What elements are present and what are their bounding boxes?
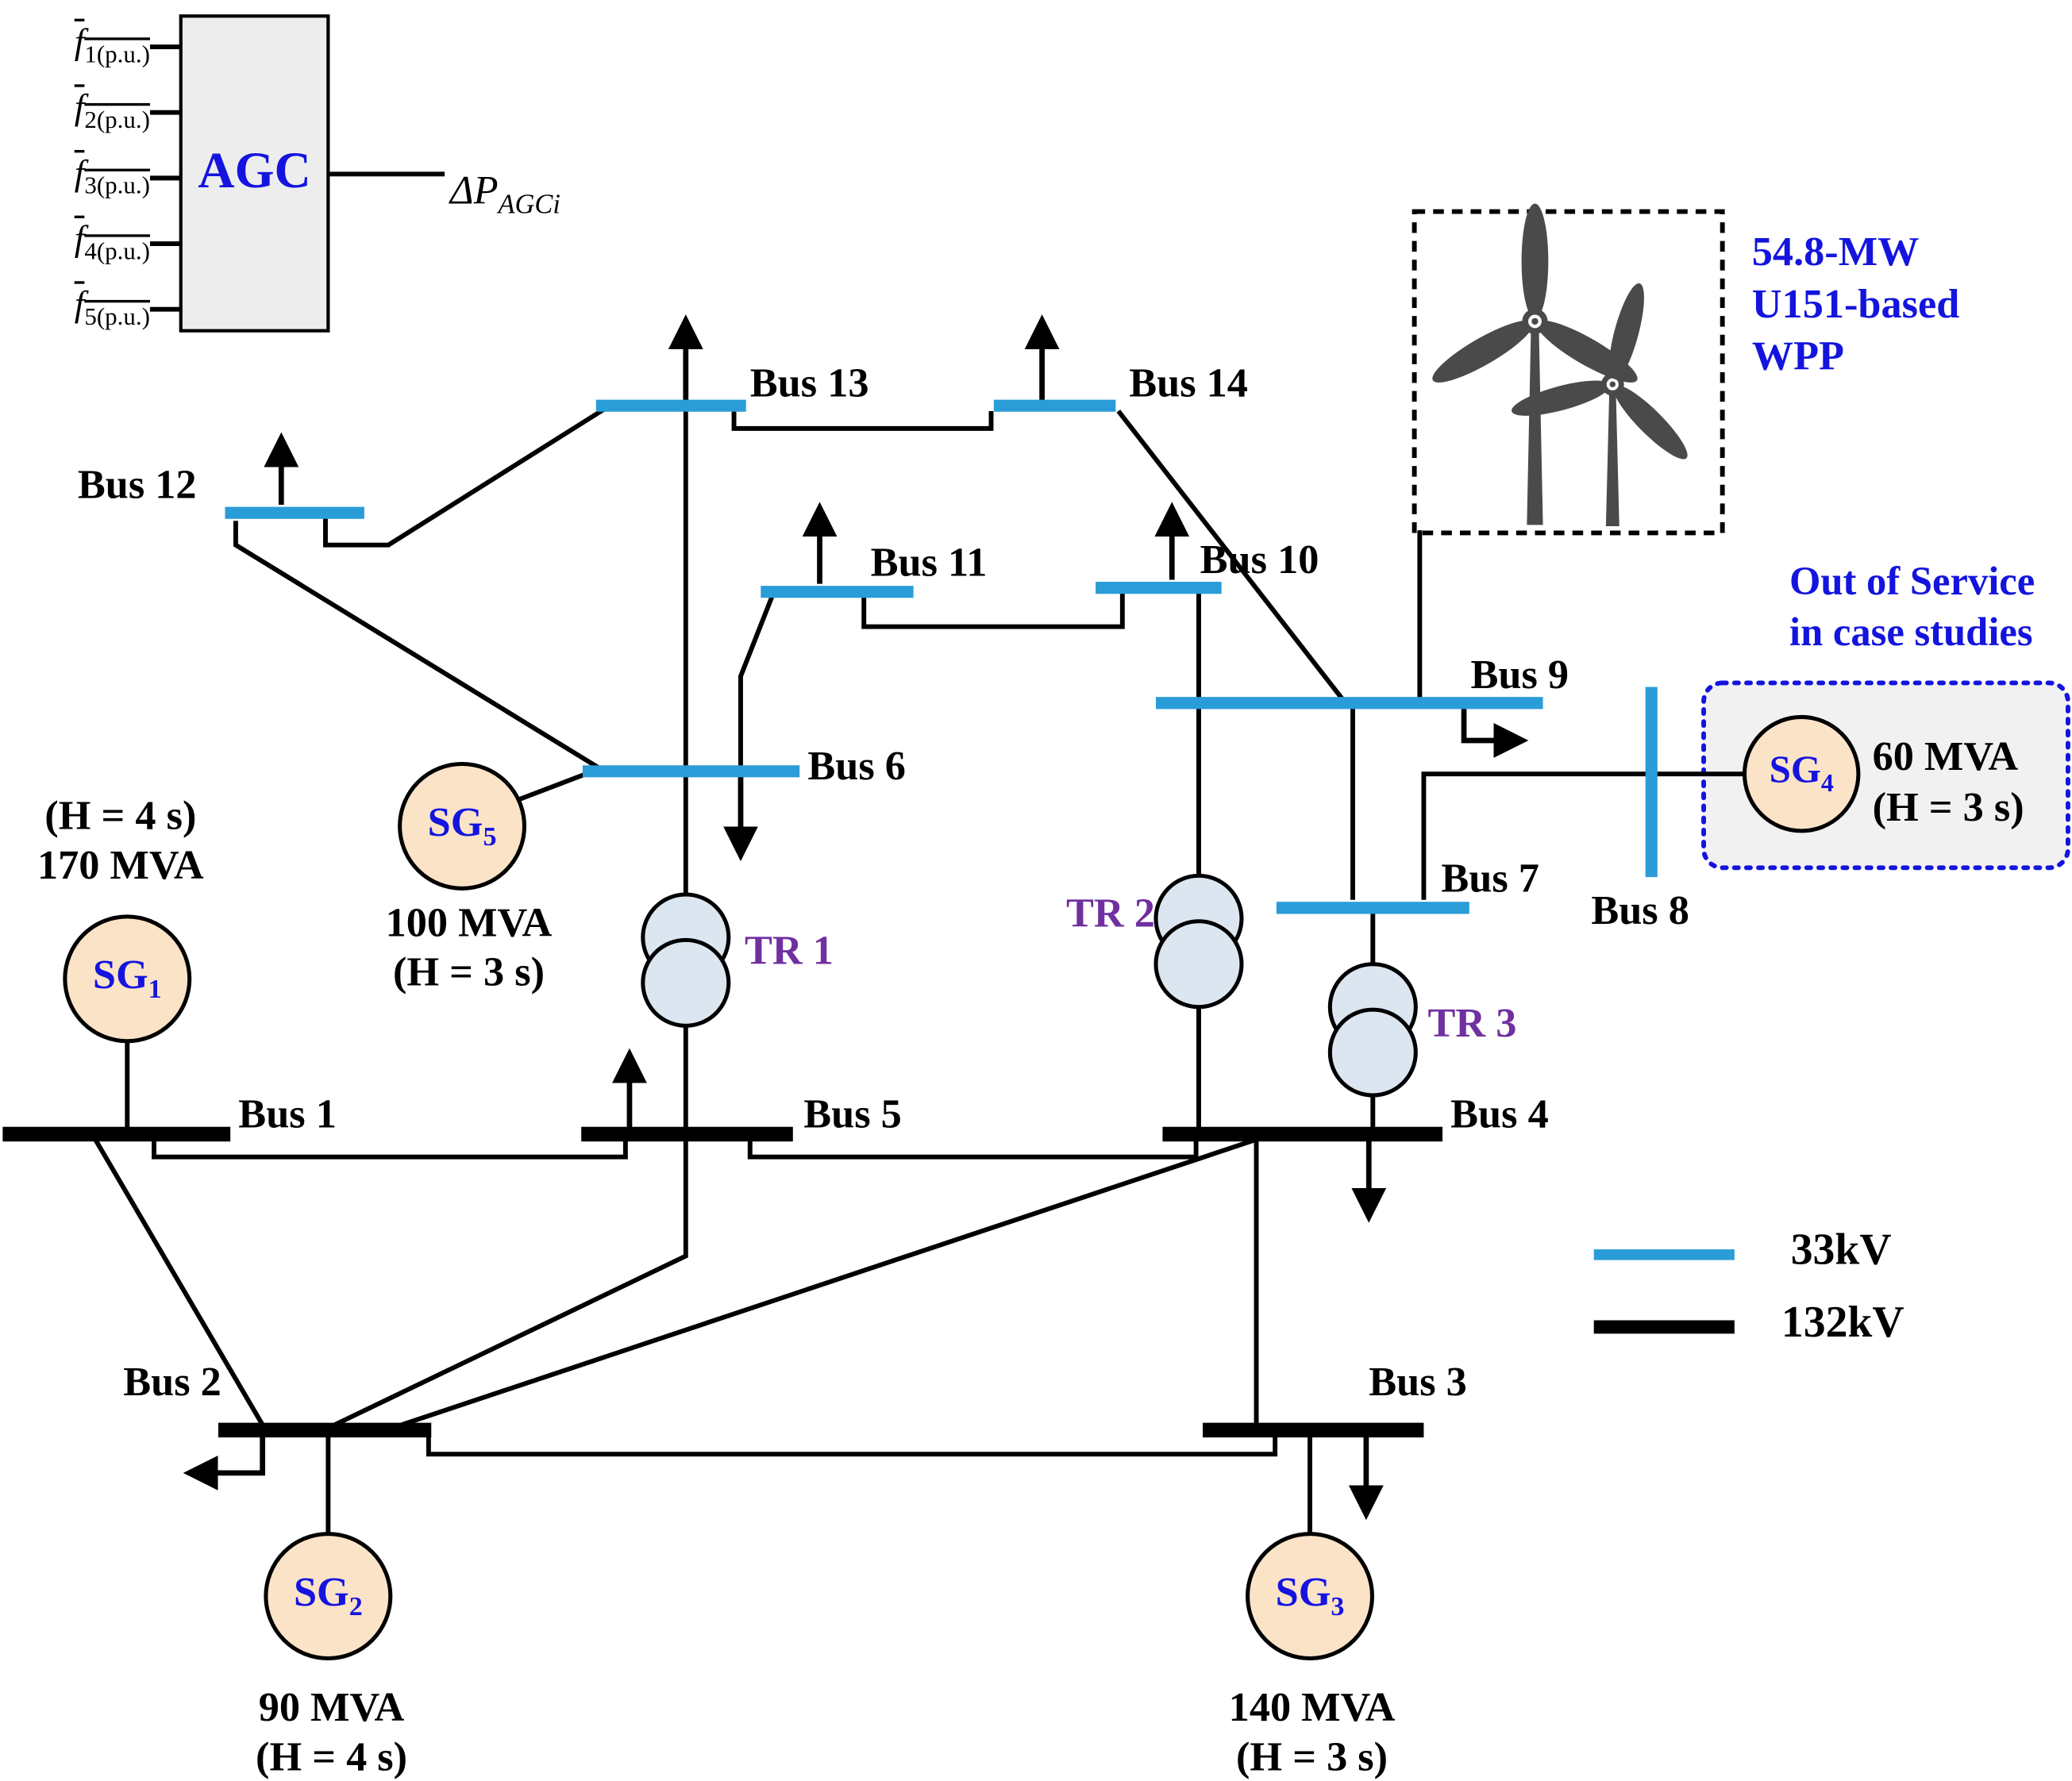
line-bus2-bus3	[426, 1433, 1278, 1457]
bus-6-label: Bus 6	[807, 741, 906, 789]
transformer-tr3-symbol	[1327, 962, 1418, 1098]
agc-input-f3-label: f3(p.u.)	[74, 152, 150, 199]
bus-10-label: Bus 10	[1200, 535, 1319, 583]
sg2-generator: SG2	[264, 1532, 393, 1661]
agc-box	[179, 14, 330, 333]
line-bus2-bus4	[401, 1137, 1257, 1427]
transformer-tr1-symbol	[641, 892, 731, 1028]
sg4-generator: SG4	[1742, 714, 1861, 833]
sg3-info: 140 MVA (H = 3 s)	[1228, 1683, 1396, 1780]
bus-bars-33kv	[225, 399, 1658, 914]
bus-5-label: Bus 5	[803, 1090, 902, 1137]
bus-13-label: Bus 13	[749, 359, 869, 406]
sg1-info: (H = 4 s) 170 MVA	[37, 791, 204, 888]
bus-7-label: Bus 7	[1441, 854, 1539, 902]
agc-label: AGC	[198, 143, 311, 200]
agc-input-f5-label: f5(p.u.)	[74, 283, 150, 330]
bus-1-label: Bus 1	[238, 1090, 337, 1137]
bus-11-label: Bus 11	[870, 538, 988, 586]
wpp-box	[1412, 209, 1725, 536]
line-bus1-bus2	[91, 1135, 265, 1426]
wind-turbine-icon	[1432, 203, 1688, 527]
bus-4-label: Bus 4	[1450, 1090, 1549, 1137]
bus-8-label: Bus 8	[1591, 886, 1689, 933]
line-bus14-bus9	[1116, 410, 1346, 702]
sg3-label: SG3	[1275, 1568, 1345, 1623]
line-bus11-bus10	[861, 590, 1125, 629]
legend-132kv-label: 132kV	[1781, 1298, 1904, 1348]
bus-2-label: Bus 2	[123, 1357, 221, 1405]
load-arrows	[183, 314, 1529, 1521]
sg2-label: SG2	[293, 1568, 363, 1623]
line-bus1-bus5	[152, 1137, 628, 1160]
legend-33kv-label: 33kV	[1790, 1226, 1892, 1275]
sg4-info: 60 MVA (H = 3 s)	[1872, 732, 2024, 831]
tr2-label: TR 2	[1065, 889, 1155, 937]
sg4-label: SG4	[1769, 748, 1834, 798]
bus-14-label: Bus 14	[1129, 359, 1248, 406]
out-of-service-note: Out of Service in case studies	[1789, 560, 2035, 656]
bus-bars-132kv	[2, 1126, 1443, 1438]
line-bus5-bus2	[333, 1137, 688, 1427]
agc-input-lines	[149, 44, 181, 312]
line-bus5-bus4	[747, 1137, 1199, 1160]
sg3-generator: SG3	[1246, 1532, 1375, 1661]
sg5-info: 100 MVA (H = 3 s)	[385, 898, 553, 995]
bus-9-label: Bus 9	[1470, 650, 1569, 698]
sg2-info: 90 MVA (H = 4 s)	[256, 1683, 408, 1780]
sg1-label: SG1	[92, 951, 162, 1006]
agc-input-f2-label: f2(p.u.)	[74, 87, 150, 133]
sg5-label: SG5	[427, 798, 497, 853]
sg5-generator: SG5	[398, 761, 527, 890]
agc-input-f1-label: f1(p.u.)	[74, 21, 150, 68]
transformer-tr2-symbol	[1153, 873, 1244, 1010]
load-arrow-bus2	[183, 1433, 266, 1491]
line-bus13-bus12	[323, 406, 607, 548]
bus-12-label: Bus 12	[77, 460, 197, 508]
load-arrow-bus9	[1461, 706, 1529, 758]
sg1-generator: SG1	[63, 914, 192, 1044]
tr1-label: TR 1	[745, 926, 834, 974]
agc-input-f4-label: f4(p.u.)	[74, 218, 150, 265]
line-bus13-bus14	[731, 410, 994, 431]
line-bus11-bus6	[738, 594, 776, 767]
line-bus7-bus8-sg4	[1421, 771, 1755, 900]
wpp-label: 54.8-MW U151-based WPP	[1751, 227, 1960, 379]
line-bus12-bus6	[233, 521, 602, 771]
agc-output-label: ΔPAGCi	[449, 168, 560, 220]
tr3-label: TR 3	[1427, 998, 1517, 1046]
bus-3-label: Bus 3	[1369, 1357, 1467, 1405]
